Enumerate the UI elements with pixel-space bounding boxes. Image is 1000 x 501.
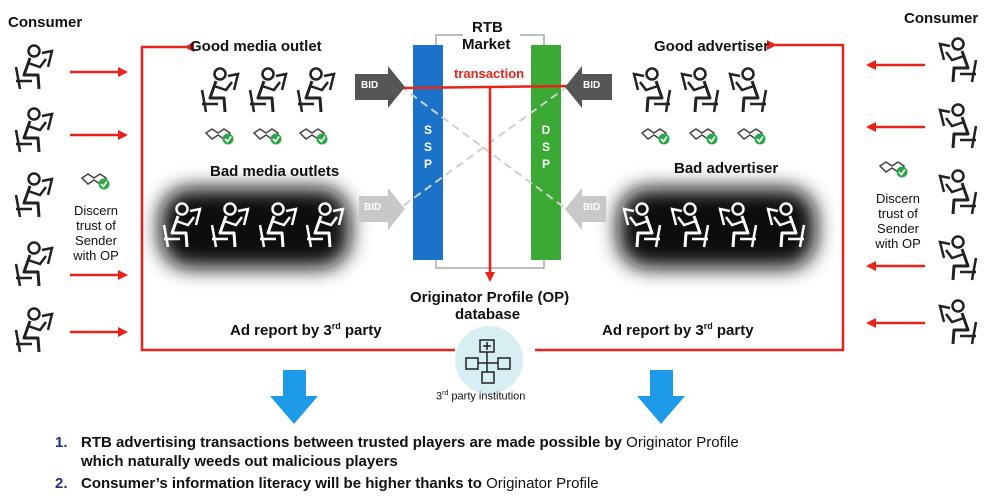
discern-left-line1: Discern — [73, 203, 119, 218]
consumer-right-label: Consumer — [904, 10, 979, 27]
institution-circle — [455, 326, 523, 394]
dsp-label: DSP — [541, 123, 551, 171]
ad-report-left-sup: rd — [331, 321, 341, 331]
ad-report-left-label: Ad report by 3rd party — [230, 321, 382, 339]
consumer-left-label: Consumer — [8, 14, 83, 31]
bad-media-label: Bad media outlets — [210, 163, 340, 180]
conclusions-list: 1. RTB advertising transactions between t… — [55, 433, 739, 493]
discern-right-line1: Discern — [875, 191, 921, 206]
discern-text-left: Discern trust of Sender with OP — [68, 203, 124, 263]
discern-right-line3: Sender — [877, 221, 919, 236]
ad-report-right-sup: rd — [703, 321, 713, 331]
ad-report-right-suffix: party — [712, 322, 754, 339]
bid-label-bad-adv: BID — [583, 202, 601, 213]
consumer-right-figures — [938, 37, 978, 346]
conclusion-1-op: Originator Profile — [626, 434, 739, 451]
consumer-left-figures — [14, 44, 54, 354]
left-report-line — [140, 42, 455, 352]
good-advertiser-label: Good advertiser — [654, 38, 770, 55]
transaction-label: transaction — [454, 66, 525, 81]
ad-report-left-suffix: party — [340, 322, 382, 339]
left-consumer-arrows — [70, 67, 128, 337]
conclusion-1-text: RTB advertising transactions between tru… — [81, 434, 627, 451]
op-database-label-line2: database — [455, 306, 521, 323]
dsp-bar — [531, 45, 561, 260]
institution-suffix: party institution — [448, 390, 526, 403]
bad-advertiser-label: Bad advertiser — [674, 160, 779, 177]
discern-left-line3: Sender — [75, 233, 117, 248]
bad-advertiser-figures — [618, 188, 816, 268]
bid-label-bad-media: BID — [364, 202, 382, 213]
ad-report-right-prefix: Ad report by 3 — [602, 322, 704, 339]
ad-report-right-label: Ad report by 3rd party — [602, 321, 754, 339]
discern-left-line4: with OP — [73, 248, 119, 263]
institution-prefix: 3 — [436, 390, 443, 403]
network-cube-icon — [465, 339, 511, 384]
rtb-label: RTB — [472, 19, 503, 36]
institution-sup: rd — [442, 390, 449, 397]
institution-label: 3rd party institution — [436, 390, 525, 403]
bad-media-figures — [160, 188, 350, 268]
bid-arrow-good-adv — [565, 66, 612, 108]
market-label: Market — [462, 36, 511, 53]
conclusion-1-number: 1. — [55, 434, 68, 451]
ad-report-left-prefix: Ad report by 3 — [230, 322, 332, 339]
discern-right-line2: trust of — [878, 206, 918, 221]
discern-left-line2: trust of — [76, 218, 116, 233]
discern-right-line4: with OP — [875, 236, 921, 251]
right-report-line — [535, 40, 845, 352]
good-media-figures — [200, 67, 336, 146]
bid-arrow-bad-media — [359, 188, 405, 230]
conclusion-1: 1. RTB advertising transactions between t… — [55, 433, 739, 452]
bid-arrow-good-media — [355, 66, 405, 108]
down-arrow-right — [637, 370, 685, 424]
right-consumer-arrows — [866, 60, 925, 328]
conclusion-2-number: 2. — [55, 475, 68, 492]
bid-label-good-adv: BID — [583, 80, 601, 91]
conclusion-1-line2: which naturally weeds out malicious play… — [81, 453, 398, 470]
good-advertiser-figures — [632, 67, 768, 146]
ssp-label: SSP — [423, 123, 432, 171]
conclusion-2: 2. Consumer’s information literacy will b… — [55, 474, 739, 493]
conclusion-2-op: Originator Profile — [486, 475, 599, 492]
bid-arrow-bad-adv — [565, 188, 606, 230]
discern-text-right: Discern trust of Sender with OP — [870, 191, 926, 251]
op-database-label-line1: Originator Profile (OP) — [410, 289, 570, 306]
good-media-label: Good media outlet — [190, 38, 322, 55]
bid-label-good-media: BID — [361, 80, 379, 91]
handshake-check-icon-left — [81, 173, 111, 191]
crossing-lines — [399, 85, 569, 209]
conclusion-2-text: Consumer’s information literacy will be … — [81, 475, 487, 492]
down-arrow-left — [270, 370, 318, 424]
ssp-bar — [413, 45, 443, 260]
transaction-line — [401, 84, 571, 90]
handshake-check-icon-right — [879, 161, 909, 179]
